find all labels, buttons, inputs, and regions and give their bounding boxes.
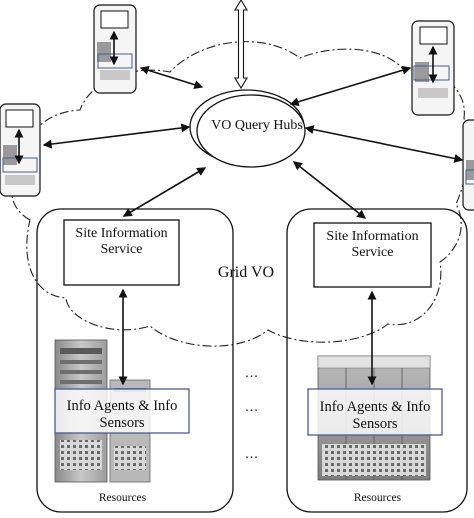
client-device-top-left-icon (93, 4, 137, 94)
site-information-service-label-left: Site Information Service (75, 226, 168, 258)
ellipsis-2: ... (245, 400, 259, 415)
arrow-hub-device-top-right (289, 65, 412, 107)
hub-external-link-arrow (234, 0, 248, 90)
arrow-hub-device-right (304, 125, 464, 163)
info-agents-box-right (307, 388, 443, 436)
grid-vo-label: Grid VO (217, 264, 275, 281)
arrow-hub-device-left (42, 123, 191, 149)
ellipsis-3: ... (245, 447, 259, 462)
resources-label-right: Resources (353, 492, 402, 504)
info-agents-box-left (54, 388, 190, 434)
vo-query-hubs-label: VO Query Hubs (211, 118, 303, 133)
connector-arrows (14, 30, 464, 386)
site-information-service-label-right: Site Information Service (326, 229, 419, 261)
info-agents-label-left: Info Agents & Info Sensors (66, 398, 178, 431)
site-container-right (286, 208, 468, 513)
info-agents-label-right: Info Agents & Info Sensors (319, 399, 431, 432)
grid-vo-cloud (11, 41, 468, 347)
client-device-left-icon (0, 103, 41, 197)
arrow-hub-site-right (292, 161, 367, 219)
client-device-right-icon (462, 119, 474, 211)
site-information-service-left (63, 219, 180, 286)
arrow-hub-site-left (122, 167, 207, 217)
resources-label-left: Resources (98, 492, 147, 504)
ellipsis-1: ... (245, 366, 259, 381)
site-information-service-right (313, 222, 432, 288)
arrow-hub-device-top-left (139, 65, 204, 90)
